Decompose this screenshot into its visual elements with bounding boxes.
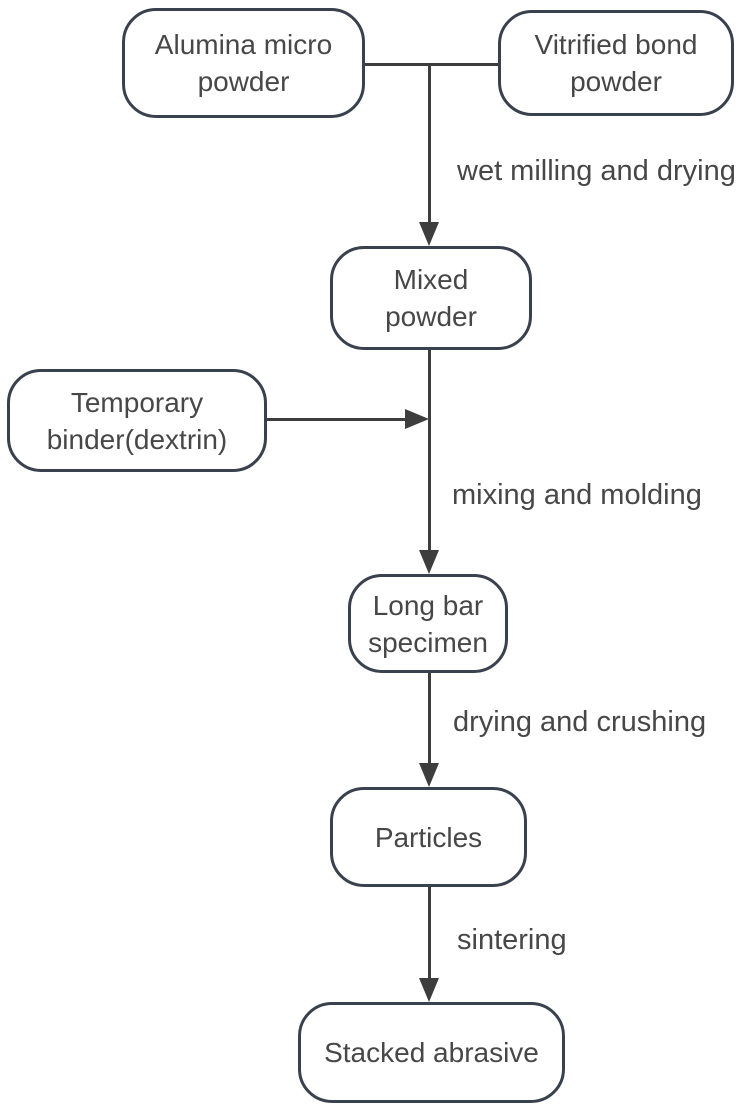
node-particles-label: Particles <box>374 821 483 853</box>
edge-label-sintering: sintering <box>457 924 567 956</box>
arrowhead-down-to-particles-icon <box>419 763 439 787</box>
connector-wet-milling-line <box>428 63 431 224</box>
node-particles: Particles <box>330 787 527 887</box>
connector-drying-crushing-line <box>428 673 431 765</box>
node-mixed-powder-label: Mixed powder <box>385 264 477 332</box>
connector-top-horizontal-line <box>365 63 498 66</box>
connector-binder-line <box>267 418 407 421</box>
edge-label-mixing-and-molding: mixing and molding <box>452 479 702 511</box>
node-temporary-binder: Temporary binder(dextrin) <box>7 369 267 472</box>
node-stacked-abrasive-label: Stacked abrasive <box>324 1037 539 1068</box>
connector-mixing-molding-line <box>428 350 431 552</box>
edge-label-wet-milling-and-drying: wet milling and drying <box>457 155 736 187</box>
node-long-bar-specimen-label: Long bar specimen <box>368 589 488 658</box>
node-vitrified-bond-powder-label: Vitrified bond powder <box>534 29 698 97</box>
arrowhead-right-from-binder-icon <box>405 409 429 429</box>
arrowhead-down-to-stacked-icon <box>419 978 439 1002</box>
connector-sintering-line <box>428 887 431 980</box>
arrowhead-down-to-mixed-icon <box>419 222 439 246</box>
node-alumina-micro-powder: Alumina micro powder <box>122 8 365 118</box>
edge-label-drying-and-crushing: drying and crushing <box>453 706 707 738</box>
node-long-bar-specimen: Long bar specimen <box>348 574 508 673</box>
node-alumina-micro-powder-label: Alumina micro powder <box>154 29 333 97</box>
node-vitrified-bond-powder: Vitrified bond powder <box>498 10 734 116</box>
arrowhead-down-to-long-bar-icon <box>419 550 439 574</box>
node-temporary-binder-label: Temporary binder(dextrin) <box>46 386 228 455</box>
node-mixed-powder: Mixed powder <box>330 246 532 350</box>
node-stacked-abrasive: Stacked abrasive <box>298 1002 565 1103</box>
